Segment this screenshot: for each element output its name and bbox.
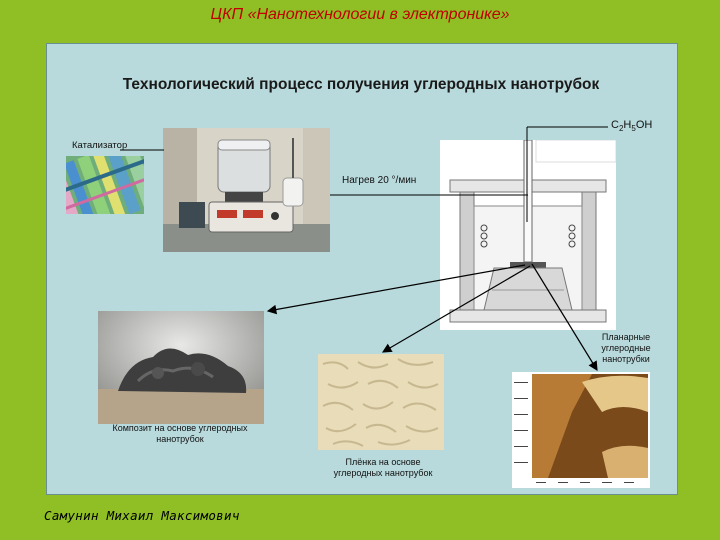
header-title: ЦКП «Нанотехнологии в электронике» xyxy=(210,6,510,23)
planar-nanotubes-label: Планарные углеродные нанотрубки xyxy=(601,332,651,364)
reactor-schematic xyxy=(440,140,616,330)
heating-label: Нагрев 20 °/мин xyxy=(342,175,417,186)
furnace-equipment-photo xyxy=(163,128,330,252)
composite-photo xyxy=(98,311,264,424)
film-label: Плёнка на основе углеродных нанотрубок xyxy=(333,457,433,478)
ethanol-label: C2H5OH xyxy=(611,119,653,134)
sem-image xyxy=(512,372,650,488)
composite-label: Композит на основе углеродных нанотрубок xyxy=(112,423,248,444)
slide-title: Технологический процесс получения углеро… xyxy=(122,76,600,93)
author-name: Самунин Михаил Максимович xyxy=(44,508,240,523)
film-photo xyxy=(318,354,444,450)
catalyst-label: Катализатор xyxy=(72,140,128,151)
catalyst-image xyxy=(66,156,144,214)
